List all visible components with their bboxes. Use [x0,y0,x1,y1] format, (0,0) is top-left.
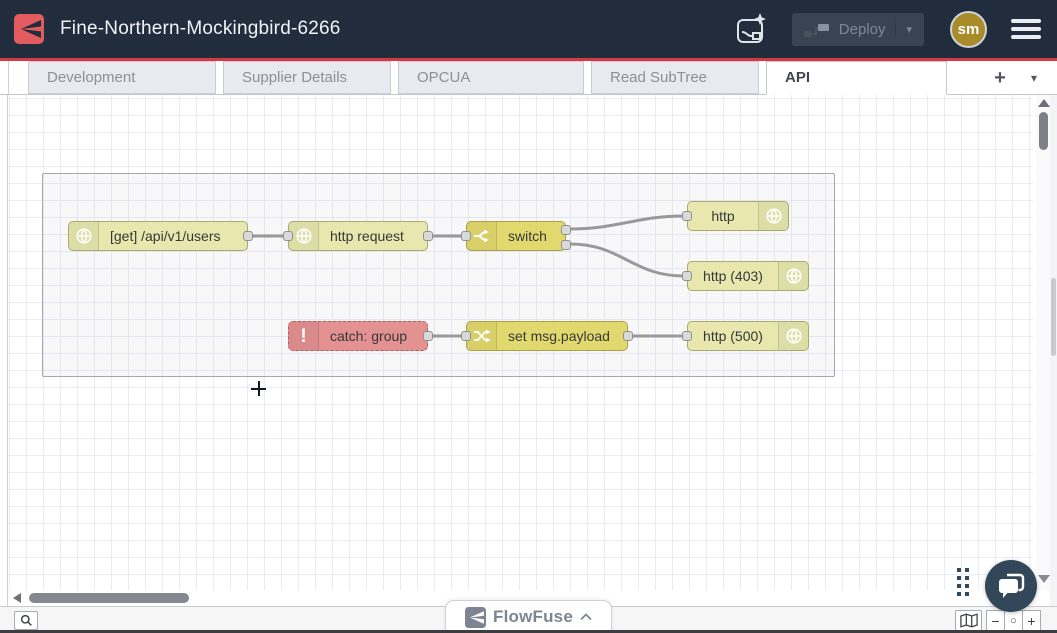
crosshair-cursor [258,381,260,396]
header: Fine-Northern-Mockingbird-6266 Deploy ▾ … [0,0,1057,58]
wires-layer [250,214,686,338]
node-label: [get] /api/v1/users [110,228,221,244]
vertical-scroll-thumb[interactable] [1039,112,1048,150]
globe-icon [69,222,99,250]
browser-scrollbar[interactable] [1050,95,1057,630]
globe-icon [289,222,319,250]
chat-drag-handle[interactable] [957,568,970,598]
globe-icon [758,202,788,230]
node-label: switch [508,228,547,244]
search-button[interactable] [14,611,38,630]
node-label: catch: group [330,328,408,344]
scroll-up-icon[interactable] [1038,99,1050,107]
vertical-scrollbar[interactable] [1036,95,1051,590]
header-accent-divider [0,58,1057,61]
globe-icon [778,322,808,350]
map-icon [959,613,978,628]
output-port[interactable] [423,231,433,241]
horizontal-scrollbar[interactable] [9,590,1035,606]
node-switch[interactable]: switch [461,221,571,251]
node-http-request[interactable]: http request [283,221,433,251]
output-port-1[interactable] [561,225,571,235]
flowfuse-drawer-toggle[interactable]: FlowFuse [445,600,612,633]
tab-supplier-details[interactable]: Supplier Details [223,61,391,94]
navigator-button[interactable] [955,610,982,631]
browser-scroll-thumb[interactable] [1051,278,1056,356]
flow-tab-bar: Development Supplier Details OPCUA Read … [0,61,1057,95]
node-http-response-403[interactable]: http (403) [682,261,809,291]
flow-canvas[interactable]: [get] /api/v1/users http request s [0,95,1057,606]
chevron-up-icon [580,613,592,621]
scroll-down-icon[interactable] [1038,575,1050,583]
node-catch[interactable]: ! catch: group [288,321,433,351]
node-http-response[interactable]: http [682,201,789,231]
flowfuse-logo-icon [14,14,44,44]
node-http-response-500[interactable]: http (500) [682,321,809,351]
zoom-reset-button[interactable]: ○ [1004,610,1023,631]
hamburger-menu-icon[interactable] [1011,15,1041,43]
shuffle-icon [467,322,497,350]
zoom-in-button[interactable]: + [1022,610,1041,631]
canvas-left-gutter [0,95,8,606]
node-change[interactable]: set msg.payload [461,321,633,351]
tab-opcua[interactable]: OPCUA [398,61,584,94]
tab-read-subtree[interactable]: Read SubTree [591,61,759,94]
nr-assistant-icon[interactable] [732,9,770,49]
deploy-label: Deploy [838,20,886,38]
output-port-2[interactable] [561,240,571,250]
zoom-out-button[interactable]: − [986,610,1005,631]
input-port[interactable] [682,271,692,281]
add-flow-icon[interactable]: + [994,67,1006,89]
tab-api-active[interactable]: API [766,61,947,95]
input-port[interactable] [461,231,471,241]
search-icon [20,614,32,626]
node-label: http [711,208,735,224]
scroll-left-icon[interactable] [13,593,21,603]
node-http-in[interactable]: [get] /api/v1/users [68,221,253,251]
node-label: http (500) [703,328,763,344]
instance-title: Fine-Northern-Mockingbird-6266 [60,18,341,39]
tab-development[interactable]: Development [28,61,216,94]
avatar[interactable]: sm [950,10,987,48]
globe-icon [778,262,808,290]
wire[interactable] [568,242,686,278]
flowfuse-gray-logo-icon [465,606,486,628]
input-port[interactable] [682,211,692,221]
fork-icon [467,222,497,250]
node-label: http (403) [703,268,763,284]
deploy-caret-icon[interactable]: ▾ [895,22,912,36]
output-port[interactable] [243,231,253,241]
flowfuse-label: FlowFuse [493,607,573,626]
deploy-button[interactable]: Deploy ▾ [791,12,924,46]
wire[interactable] [568,214,686,231]
window-bottom-edge [0,630,1057,633]
workspace-left-edge [8,61,9,94]
exclamation-icon: ! [289,322,319,350]
input-port[interactable] [283,231,293,241]
output-port[interactable] [423,331,433,341]
chat-bubbles-icon [999,573,1025,598]
horizontal-scroll-thumb[interactable] [29,593,189,603]
flow-list-caret-icon[interactable]: ▾ [1030,71,1038,85]
node-label: set msg.payload [508,328,610,344]
chat-launcher-button[interactable] [985,560,1037,612]
input-port[interactable] [461,331,471,341]
node-label: http request [330,228,404,244]
output-port[interactable] [623,331,633,341]
deploy-node-icon [803,23,829,37]
input-port[interactable] [682,331,692,341]
